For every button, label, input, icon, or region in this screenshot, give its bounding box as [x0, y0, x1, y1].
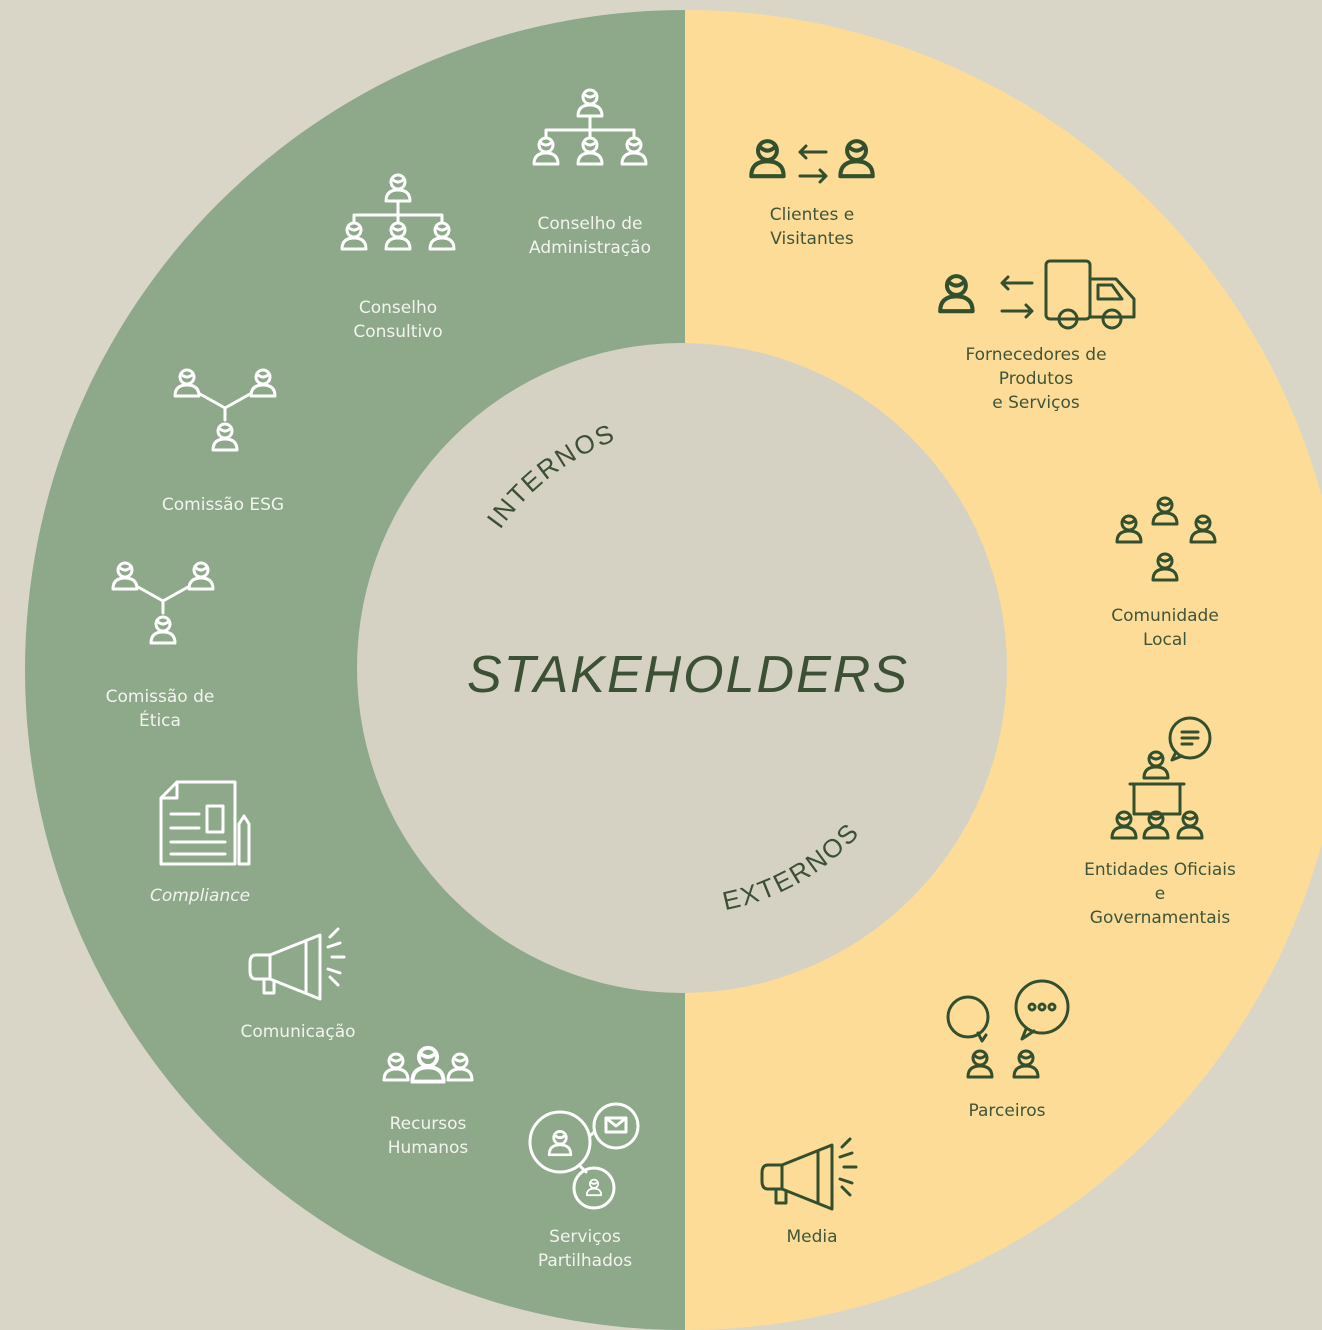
internal-ring	[25, 10, 685, 1330]
shared-network-icon	[528, 1102, 640, 1210]
exchange-people-icon	[751, 141, 873, 184]
chat-people-icon	[946, 979, 1070, 1079]
label-servicos-partilhados: Serviços Partilhados	[537, 1227, 633, 1271]
center-title: STAKEHOLDERS	[467, 646, 909, 704]
supplier-truck-icon	[940, 259, 1136, 330]
document-pencil-icon	[159, 780, 251, 866]
label-comunidade-local: Comunidade Local	[1111, 606, 1219, 650]
center-circle	[357, 343, 1007, 993]
label-recursos-humanos: Recursos Humanos	[387, 1114, 469, 1158]
label-media: Media	[786, 1227, 838, 1247]
label-comunicacao: Comunicação	[240, 1022, 356, 1042]
speaker-podium-icon	[1110, 716, 1212, 840]
label-entidades-oficiais: Entidades Oficiais e Governamentais	[1084, 860, 1236, 928]
label-fornecedores: Fornecedores de Produtos e Serviços	[965, 345, 1107, 413]
label-parceiros: Parceiros	[968, 1101, 1046, 1121]
label-conselho-administracao: Conselho de Administração	[529, 214, 651, 258]
label-clientes-visitantes: Clientes e Visitantes	[769, 205, 855, 249]
label-compliance: Compliance	[149, 886, 251, 906]
label-comissao-esg: Comissão ESG	[161, 495, 285, 515]
label-conselho-consultivo: Conselho Consultivo	[353, 298, 443, 342]
label-comissao-etica: Comissão de Ética	[105, 687, 215, 731]
